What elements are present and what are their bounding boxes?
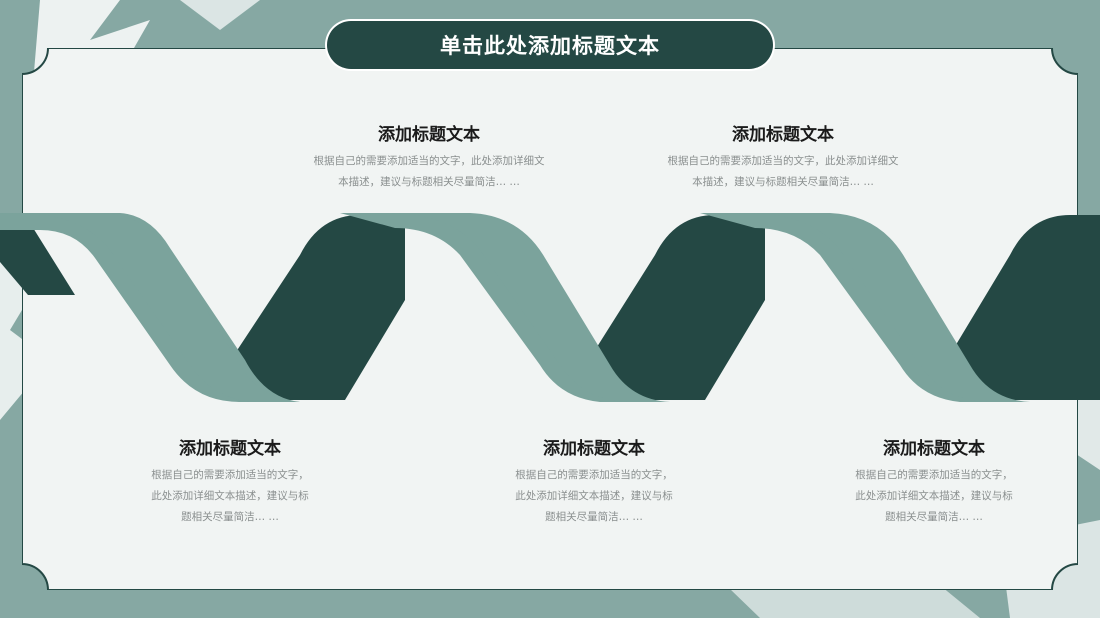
item-description-line: 根据自己的需要添加适当的文字， [151,469,309,481]
text-block-bottom-1[interactable]: 添加标题文本 根据自己的需要添加适当的文字， 此处添加详细文本描述，建议与标 题… [130,434,330,528]
text-block-bottom-3[interactable]: 添加标题文本 根据自己的需要添加适当的文字， 此处添加详细文本描述，建议与标 题… [834,434,1034,528]
item-description-line: 题相关尽量简洁… … [181,511,279,523]
item-description-line: 本描述，建议与标题相关尽量简洁… … [338,176,520,188]
item-heading: 添加标题文本 [732,125,834,145]
item-description-line: 根据自己的需要添加适当的文字，此处添加详细文 [313,155,545,167]
item-heading: 添加标题文本 [378,125,480,145]
item-description-line: 此处添加详细文本描述，建议与标 [855,490,1013,502]
item-description-line: 此处添加详细文本描述，建议与标 [151,490,309,502]
item-heading: 添加标题文本 [543,439,645,459]
item-heading: 添加标题文本 [883,439,985,459]
slide-title-pill[interactable]: 单击此处添加标题文本 [327,21,773,69]
item-description-line: 根据自己的需要添加适当的文字，此处添加详细文 [667,155,899,167]
item-heading: 添加标题文本 [179,439,281,459]
item-description-line: 根据自己的需要添加适当的文字， [515,469,673,481]
text-block-top-2[interactable]: 添加标题文本 根据自己的需要添加适当的文字，此处添加详细文 本描述，建议与标题相… [653,120,913,193]
item-description-line: 题相关尽量简洁… … [885,511,983,523]
text-block-top-1[interactable]: 添加标题文本 根据自己的需要添加适当的文字，此处添加详细文 本描述，建议与标题相… [299,120,559,193]
slide-title: 单击此处添加标题文本 [440,34,660,58]
item-description-line: 根据自己的需要添加适当的文字， [855,469,1013,481]
item-description-line: 本描述，建议与标题相关尽量简洁… … [692,176,874,188]
item-description-line: 题相关尽量简洁… … [545,511,643,523]
text-block-bottom-2[interactable]: 添加标题文本 根据自己的需要添加适当的文字， 此处添加详细文本描述，建议与标 题… [494,434,694,528]
item-description-line: 此处添加详细文本描述，建议与标 [515,490,673,502]
